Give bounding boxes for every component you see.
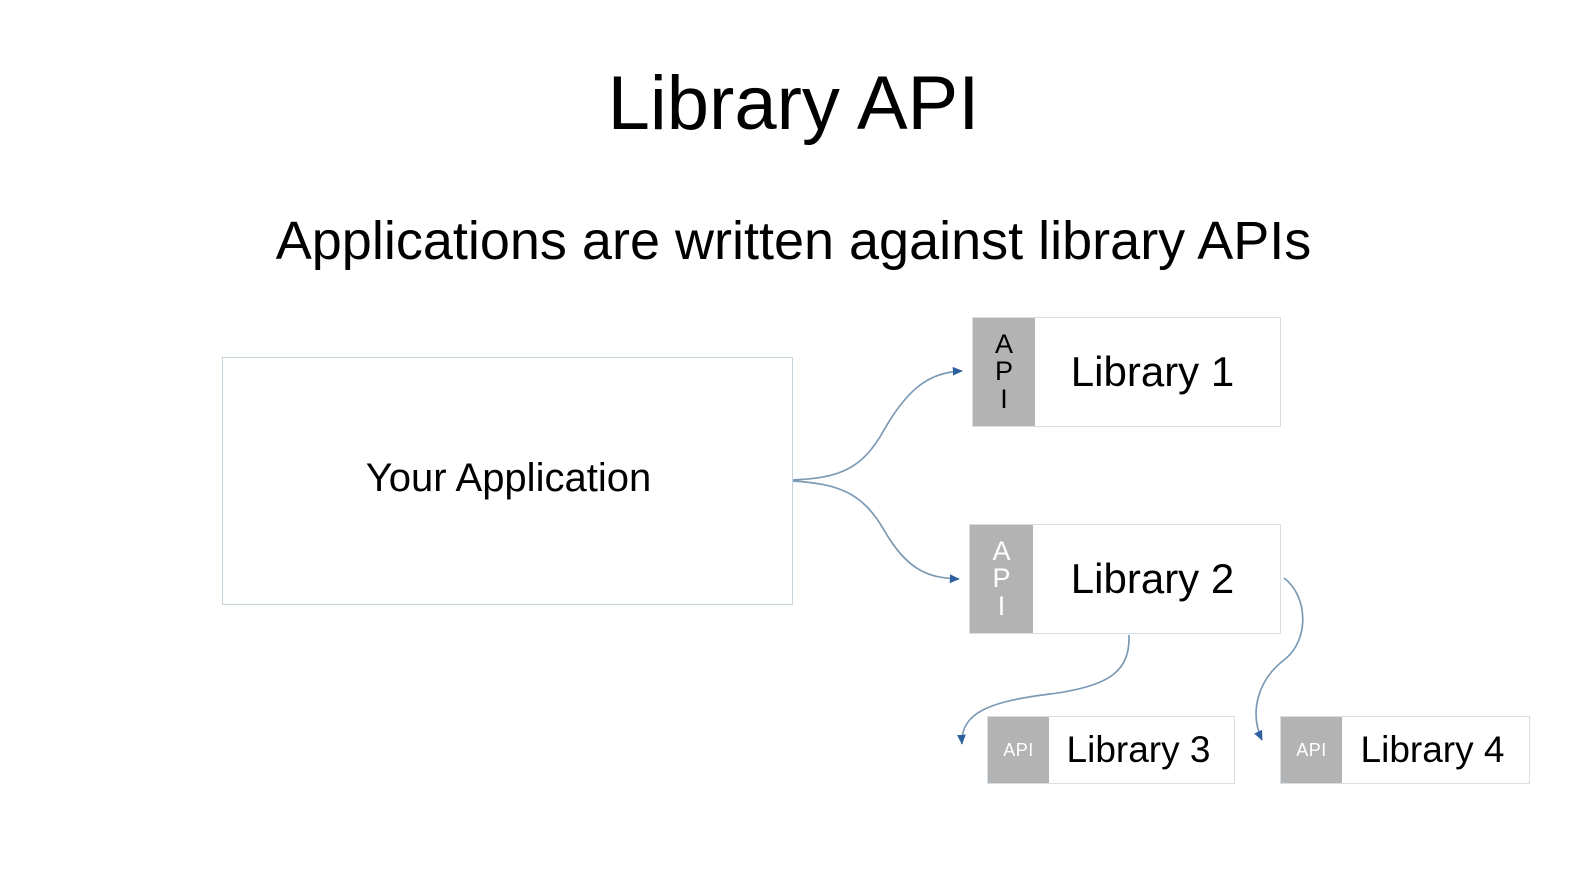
api-letter: P [994,356,1013,387]
library-2-api-block[interactable]: A P I [970,525,1033,633]
api-letter: I [1000,383,1008,414]
connector-app-to-library-1 [792,366,963,481]
connector-app-to-library-2 [792,480,960,584]
api-letter: P [992,563,1011,594]
your-application-label: Your Application [365,456,652,500]
library-4-label: Library 4 [1360,729,1505,770]
library-3-box[interactable]: API Library 3 [987,716,1235,784]
library-4-box[interactable]: API Library 4 [1280,716,1530,784]
api-letter: A [994,328,1013,359]
page-title: Library API [607,61,980,146]
library-1-api-block[interactable]: A P I [973,318,1035,426]
api-letter: I [997,590,1006,621]
library-2-box[interactable]: A P I Library 2 [969,524,1281,634]
library-4-api-block[interactable]: API [1281,717,1342,783]
api-label: API [1296,739,1327,760]
library-3-api-block[interactable]: API [988,717,1049,783]
library-2-label: Library 2 [1070,555,1235,602]
page-subtitle: Applications are written against library… [275,211,1312,271]
library-1-label: Library 1 [1070,348,1235,395]
your-application-box[interactable]: Your Application [222,357,793,605]
api-label: API [1003,739,1034,760]
api-letter: A [992,535,1011,566]
library-3-label: Library 3 [1066,729,1211,770]
library-1-box[interactable]: A P I Library 1 [972,317,1281,427]
